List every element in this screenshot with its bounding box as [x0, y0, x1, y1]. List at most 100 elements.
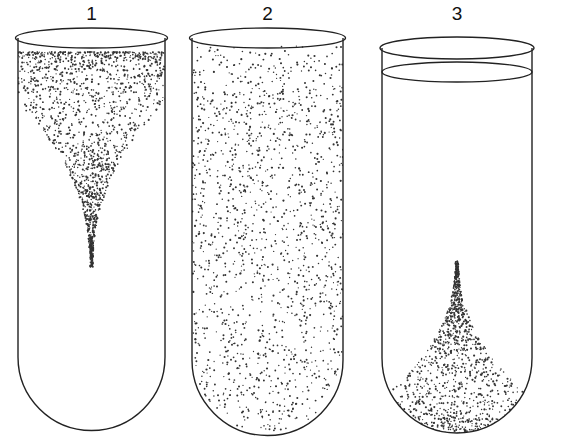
bacterium-dot — [53, 108, 54, 109]
bacterium-dot — [103, 195, 104, 196]
bacterium-dot — [107, 122, 109, 124]
bacterium-dot — [336, 374, 337, 375]
bacterium-dot — [22, 55, 23, 56]
bacterium-dot — [116, 83, 118, 85]
bacterium-dot — [94, 177, 95, 178]
bacterium-dot — [307, 386, 309, 388]
bacterium-dot — [26, 62, 28, 64]
bacterium-dot — [101, 165, 103, 167]
bacterium-dot — [85, 191, 87, 193]
bacterium-dot — [280, 107, 281, 108]
bacterium-dot — [96, 217, 97, 218]
bacterium-dot — [329, 77, 331, 79]
bacterium-dot — [68, 166, 70, 168]
bacterium-dot — [75, 163, 76, 164]
bacterium-dot — [92, 258, 93, 259]
bacterium-dot — [55, 58, 56, 59]
bacterium-dot — [139, 68, 141, 70]
bacterium-dot — [282, 321, 284, 323]
bacterium-dot — [112, 109, 114, 111]
bacterium-dot — [73, 134, 75, 136]
bacterium-dot — [77, 160, 79, 162]
bacterium-dot — [336, 100, 338, 102]
bacterium-dot — [83, 204, 85, 206]
bacterium-dot — [67, 142, 69, 144]
bacterium-dot — [67, 55, 68, 56]
bacterium-dot — [76, 93, 78, 95]
bacterium-dot — [127, 147, 128, 148]
bacterium-dot — [204, 83, 205, 84]
bacterium-dot — [144, 81, 146, 83]
bacterium-dot — [232, 81, 234, 83]
bacterium-dot — [75, 163, 76, 164]
bacterium-dot — [77, 52, 78, 53]
bacterium-dot — [314, 327, 316, 329]
bacterium-dot — [27, 54, 29, 56]
bacterium-dot — [83, 176, 84, 177]
bacterium-dot — [122, 83, 124, 85]
bacterium-dot — [204, 328, 206, 330]
bacterium-dot — [326, 239, 328, 241]
bacterium-dot — [133, 68, 135, 70]
bacterium-dot — [106, 163, 108, 165]
bacterium-dot — [80, 124, 81, 125]
bacterium-dot — [270, 176, 272, 178]
bacterium-dot — [124, 115, 126, 117]
bacterium-dot — [258, 180, 259, 181]
bacterium-dot — [49, 139, 50, 140]
bacterium-dot — [89, 188, 91, 190]
bacterium-dot — [98, 107, 100, 109]
bacterium-dot — [70, 52, 72, 54]
bacterium-dot — [98, 204, 99, 205]
bacterium-dot — [220, 340, 222, 342]
bacterium-dot — [69, 174, 71, 176]
bacterium-dot — [90, 51, 92, 53]
bacterium-dot — [27, 88, 28, 89]
bacterium-dot — [87, 201, 89, 203]
bacterium-dot — [132, 57, 134, 59]
bacterium-dot — [228, 325, 229, 326]
bacterium-dot — [27, 63, 29, 65]
bacterium-dot — [95, 181, 96, 182]
bacterium-dot — [133, 129, 135, 131]
bacterium-dot — [161, 72, 162, 73]
bacterium-dot — [41, 54, 43, 56]
bacterium-dot — [80, 165, 81, 166]
bacterium-dot — [83, 133, 85, 135]
bacterium-dot — [92, 186, 94, 188]
bacterium-dot — [110, 140, 112, 142]
bacterium-dot — [106, 113, 108, 115]
bacterium-dot — [216, 254, 218, 256]
bacterium-dot — [308, 289, 309, 290]
bacterium-dot — [79, 62, 81, 64]
bacterium-dot — [249, 52, 251, 54]
bacterium-dot — [201, 241, 203, 243]
bacterium-dot — [144, 65, 145, 66]
bacterium-dot — [159, 59, 161, 61]
bacterium-dot — [260, 101, 262, 103]
bacterium-dot — [78, 191, 80, 193]
bacterium-dot — [268, 127, 269, 128]
bacterium-dot — [243, 94, 245, 96]
bacterium-dot — [21, 52, 22, 53]
bacterium-dot — [237, 388, 239, 390]
bacterium-dot — [196, 193, 198, 195]
bacteria-dots — [191, 45, 344, 431]
bacterium-dot — [53, 88, 55, 90]
bacterium-dot — [268, 125, 269, 126]
bacterium-dot — [205, 260, 206, 261]
bacterium-dot — [91, 204, 93, 206]
bacterium-dot — [216, 407, 218, 409]
bacterium-dot — [100, 181, 102, 183]
bacterium-dot — [90, 155, 92, 157]
bacterium-dot — [122, 149, 124, 151]
bacterium-dot — [72, 63, 74, 65]
bacterium-dot — [332, 327, 333, 328]
bacterium-dot — [134, 52, 135, 53]
bacterium-dot — [288, 415, 290, 417]
bacterium-dot — [235, 101, 237, 103]
bacterium-dot — [60, 122, 62, 124]
bacterium-dot — [19, 56, 20, 57]
bacterium-dot — [288, 77, 290, 79]
bacterium-dot — [94, 197, 95, 198]
